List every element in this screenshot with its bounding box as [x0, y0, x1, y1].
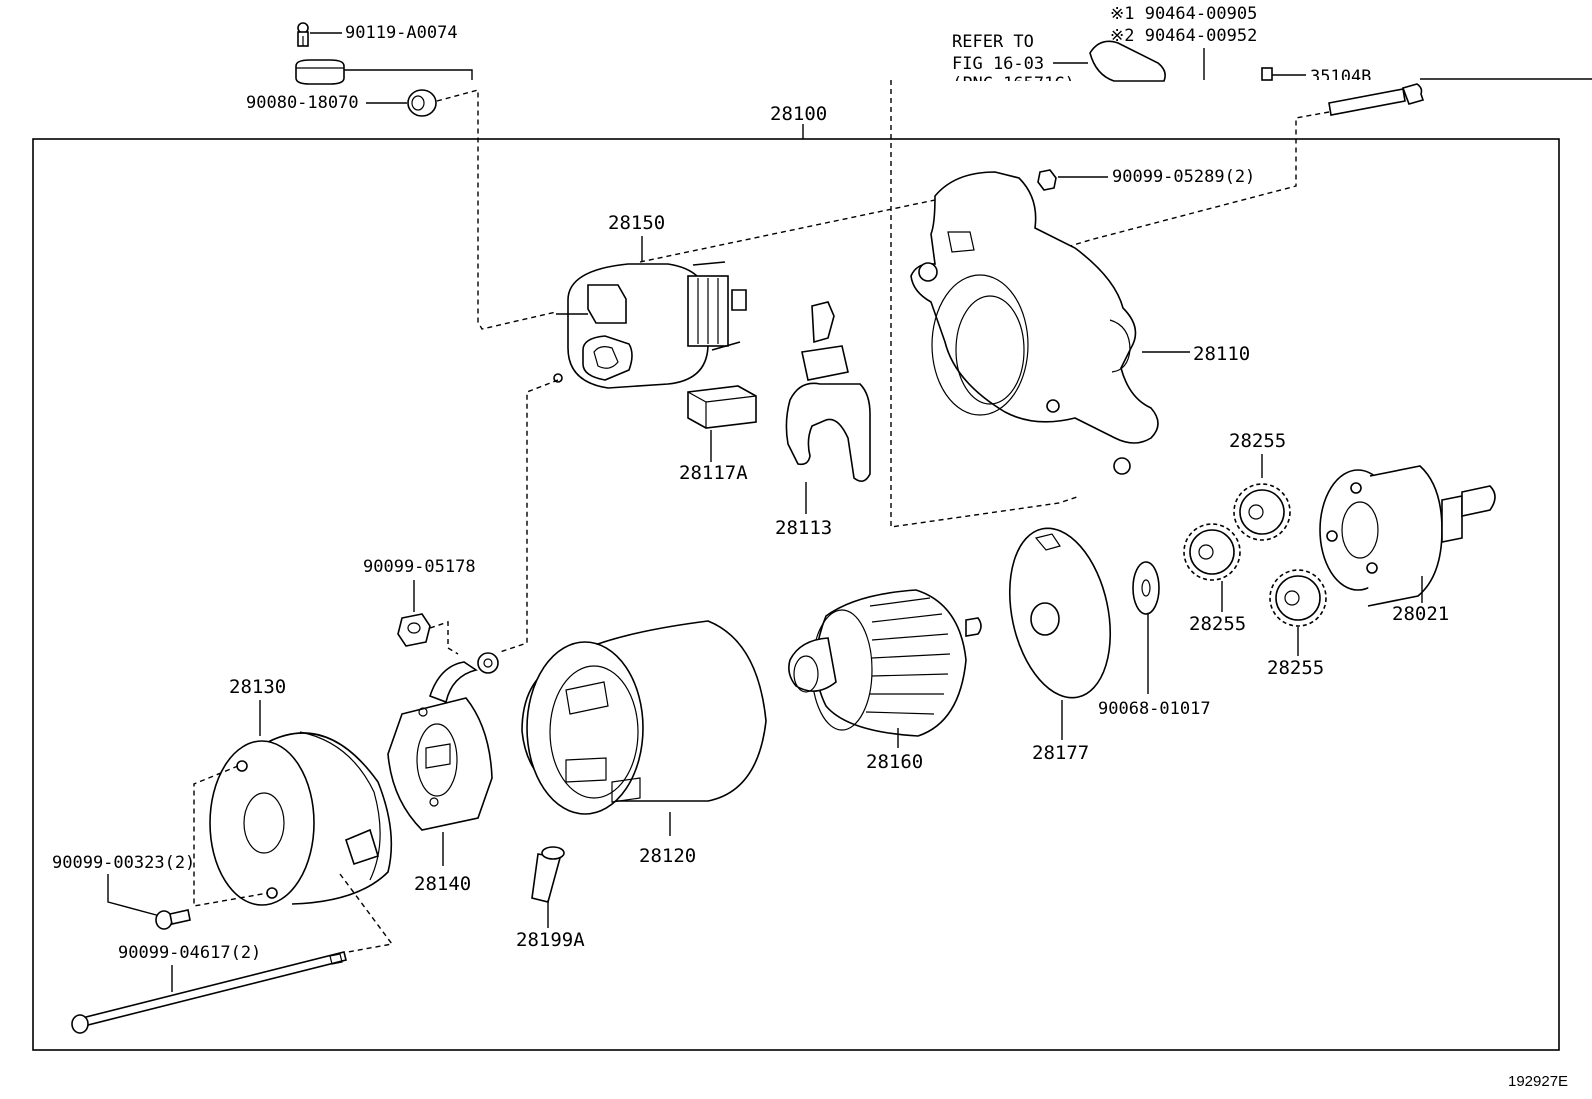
illustration-id: 192927E: [1508, 1073, 1568, 1090]
washer-90068-01017[interactable]: [1132, 561, 1160, 615]
refer-note-line2: FIG 16-03: [952, 54, 1044, 74]
label-28255-top[interactable]: 28255: [1229, 430, 1286, 452]
assembly-frame: [32, 138, 1560, 1051]
screw-90099-05289[interactable]: [1037, 169, 1057, 191]
label-28117a[interactable]: 28117A: [679, 462, 748, 484]
planet-gear-28255-lower[interactable]: [1269, 569, 1327, 627]
brush-holder-28140[interactable]: [387, 652, 499, 831]
label-28177[interactable]: 28177: [1032, 742, 1089, 764]
screw-90099-00323[interactable]: [155, 909, 191, 930]
label-28021[interactable]: 28021: [1392, 603, 1449, 625]
label-90068-01017[interactable]: 90068-01017: [1098, 699, 1211, 719]
planet-gear-28255-top[interactable]: [1233, 483, 1291, 541]
bolt-90119-a0074[interactable]: [297, 22, 309, 47]
refer-note-line1: REFER TO: [952, 32, 1034, 52]
bolt-35104b[interactable]: [1261, 67, 1273, 81]
end-frame-28130[interactable]: [209, 731, 393, 906]
label-28130[interactable]: 28130: [229, 676, 286, 698]
label-28160[interactable]: 28160: [866, 751, 923, 773]
label-28110[interactable]: 28110: [1193, 343, 1250, 365]
label-28255-left[interactable]: 28255: [1189, 613, 1246, 635]
planet-carrier-28021[interactable]: [1319, 465, 1496, 607]
bushing-top: [295, 59, 345, 85]
planet-gear-28255-left[interactable]: [1183, 523, 1241, 581]
label-28199a[interactable]: 28199A: [516, 929, 585, 951]
label-28150[interactable]: 28150: [608, 212, 665, 234]
assembly-label: 28100: [770, 103, 827, 125]
nut-90080-18070[interactable]: [407, 89, 437, 117]
shift-lever-28113[interactable]: [785, 301, 871, 482]
solenoid-28150[interactable]: [553, 261, 747, 389]
through-bolt-90099-04617[interactable]: [71, 951, 347, 1034]
plate-28177[interactable]: [995, 519, 1125, 707]
svg-text:(PNC 16571C): (PNC 16571C): [952, 74, 1075, 94]
alt-part-2: ※2 90464-00952: [1110, 26, 1257, 46]
label-90099-05178[interactable]: 90099-05178: [363, 557, 476, 577]
label-90080-18070[interactable]: 90080-18070: [246, 93, 359, 113]
label-90099-00323[interactable]: 90099-00323(2): [52, 853, 195, 873]
through-bolt-upper[interactable]: [1328, 83, 1425, 116]
pin-28199a[interactable]: [531, 846, 565, 903]
label-35104b-clipped: 35104B: [1310, 67, 1371, 87]
label-28120[interactable]: 28120: [639, 845, 696, 867]
label-28140[interactable]: 28140: [414, 873, 471, 895]
label-28113[interactable]: 28113: [775, 517, 832, 539]
label-28255-lower[interactable]: 28255: [1267, 657, 1324, 679]
nut-90099-05178[interactable]: [397, 613, 431, 647]
alt-part-1: ※1 90464-00905: [1110, 4, 1257, 24]
yoke-28120[interactable]: [521, 620, 767, 815]
svg-text:35104B: 35104B: [1310, 67, 1371, 87]
block-28117a[interactable]: [687, 385, 757, 429]
refer-note-line3-clipped: (PNC 16571C): [952, 74, 1075, 94]
label-90119-a0074[interactable]: 90119-A0074: [345, 23, 458, 43]
hose-part: [1089, 40, 1166, 82]
housing-28110[interactable]: [910, 171, 1159, 475]
label-90099-04617[interactable]: 90099-04617(2): [118, 943, 261, 963]
label-90099-05289[interactable]: 90099-05289(2): [1112, 167, 1255, 187]
armature-28160[interactable]: [788, 589, 982, 737]
